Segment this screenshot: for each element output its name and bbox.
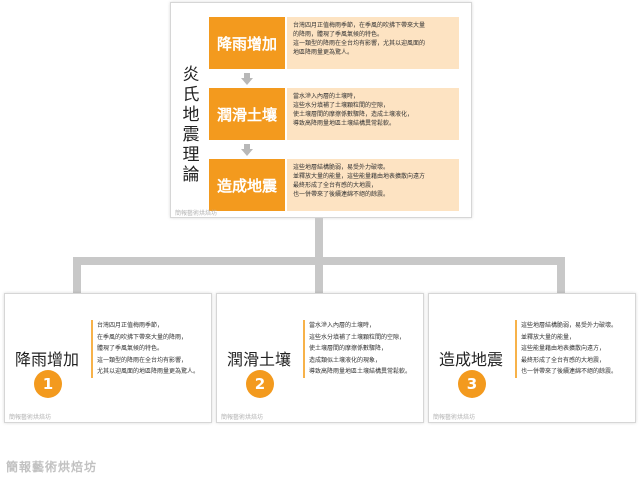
description-line: 造成類似土壤液化的現象， (309, 356, 382, 364)
card-watermark: 簡報藝術烘焙坊 (221, 414, 264, 421)
summary-step-soil: 潤滑土壤 當水滲入內層的土壤時， 這些水分填補了土壤顆粒間的空隙， 使土壤層間的… (209, 88, 461, 140)
card-watermark: 簡報藝術烘焙坊 (9, 414, 52, 421)
detail-card-rain: 降雨增加 1 台灣四月正值梅雨季節， 在季風的吹拂下帶來大量的降雨， 體現了季風… (4, 293, 212, 423)
step-number-badge: 2 (246, 370, 274, 398)
description-line: 也一併帶來了後續連綿不絕的餘震。 (521, 368, 618, 375)
description-line: 的降雨，體現了季風氣候的特色。 (293, 31, 384, 38)
description-line: 這些水分填補了土壤顆粒間的空隙， (309, 333, 406, 341)
card-description: 當水滲入內層的土壤時， 這些水分填補了土壤顆粒間的空隙， 使土壤層間的摩擦係數驟… (303, 320, 421, 378)
description-line: 當水滲入內層的土壤時， (309, 322, 376, 329)
description-line: 這些水分填補了土壤顆粒間的空隙， (293, 102, 390, 109)
connector-trunk (315, 218, 323, 260)
summary-step-quake: 造成地震 這些地層結構脆弱，易受外力破壞。 並釋放大量的能量，這些能量藉由地表擴… (209, 159, 461, 211)
card-title: 降雨增加 (14, 350, 79, 369)
card-description: 台灣四月正值梅雨季節， 在季風的吹拂下帶來大量的降雨， 體現了季風氣候的特色。 … (91, 320, 209, 378)
summary-step-description: 當水滲入內層的土壤時， 這些水分填補了土壤顆粒間的空隙， 使土壤層間的摩擦係數驟… (287, 88, 459, 140)
description-line: 台灣四月正值梅雨季節， (97, 322, 164, 329)
description-line: 使土壤層間的摩擦係數驟降，造成土壤液化， (293, 111, 414, 118)
summary-step-rain: 降雨增加 台灣四月正值梅雨季節，在季風的吹拂下帶來大量 的降雨，體現了季風氣候的… (209, 17, 461, 69)
description-line: 地區降雨量更為驚人。 (293, 49, 354, 56)
description-line: 這一類型的降雨在全台均有影響， (97, 356, 188, 364)
description-line: 並釋放大量的能量， (521, 333, 576, 341)
description-line: 也一併帶來了後續連綿不絕的餘震。 (293, 191, 390, 198)
diagram-title: 炎氏地震理論 (182, 65, 200, 185)
description-line: 在季風的吹拂下帶來大量的降雨， (97, 333, 188, 341)
description-line: 體現了季風氣候的特色。 (97, 345, 164, 352)
card-description: 這些地層結構脆弱，易受外力破壞。 並釋放大量的能量， 這些能量藉由地表擴散向遠方… (515, 320, 633, 378)
description-line: 最終形成了全台有感的大地震， (521, 356, 606, 364)
panel-watermark: 簡報藝術烘焙坊 (175, 210, 218, 217)
step-number-badge: 1 (34, 370, 62, 398)
description-line: 尤其以迎風面的地區降雨量更為驚人。 (97, 368, 200, 375)
down-arrow-icon (241, 73, 253, 85)
step-number-badge: 3 (458, 370, 486, 398)
card-title: 造成地震 (438, 350, 503, 369)
connector-center (315, 257, 323, 293)
description-line: 導致高降雨量地區土壤結構異常鬆軟。 (309, 368, 412, 375)
description-line: 這些能量藉由地表擴散向遠方， (521, 345, 606, 352)
summary-step-description: 這些地層結構脆弱，易受外力破壞。 並釋放大量的能量，這些能量藉由地表擴散向遠方 … (287, 159, 459, 211)
detail-card-quake: 造成地震 3 這些地層結構脆弱，易受外力破壞。 並釋放大量的能量， 這些能量藉由… (428, 293, 636, 423)
card-watermark: 簡報藝術烘焙坊 (433, 414, 476, 421)
description-line: 並釋放大量的能量，這些能量藉由地表擴散向遠方 (293, 173, 426, 180)
footer-watermark: 簡報藝術烘焙坊 (6, 460, 98, 474)
description-line: 導致高降雨量地區土壤結構異常鬆軟。 (293, 120, 396, 127)
down-arrow-icon (241, 144, 253, 156)
summary-step-label: 潤滑土壤 (209, 88, 285, 140)
summary-step-label: 造成地震 (209, 159, 285, 211)
description-line: 台灣四月正值梅雨季節，在季風的吹拂下帶來大量 (293, 22, 426, 29)
connector-left (73, 257, 81, 293)
description-line: 這些地層結構脆弱，易受外力破壞。 (521, 322, 618, 329)
connector-right (557, 257, 565, 293)
summary-panel: 炎氏地震理論 降雨增加 台灣四月正值梅雨季節，在季風的吹拂下帶來大量 的降雨，體… (170, 2, 472, 218)
description-line: 這一類型的降雨在全台均有影響，尤其以迎風面的 (293, 40, 426, 47)
detail-card-soil: 潤滑土壤 2 當水滲入內層的土壤時， 這些水分填補了土壤顆粒間的空隙， 使土壤層… (216, 293, 424, 423)
description-line: 最終形成了全台有感的大地震， (293, 182, 378, 189)
card-title: 潤滑土壤 (226, 350, 291, 369)
summary-step-label: 降雨增加 (209, 17, 285, 69)
summary-step-description: 台灣四月正值梅雨季節，在季風的吹拂下帶來大量 的降雨，體現了季風氣候的特色。 這… (287, 17, 459, 69)
description-line: 當水滲入內層的土壤時， (293, 93, 360, 100)
description-line: 使土壤層間的摩擦係數驟降， (309, 345, 388, 352)
description-line: 這些地層結構脆弱，易受外力破壞。 (293, 164, 390, 171)
